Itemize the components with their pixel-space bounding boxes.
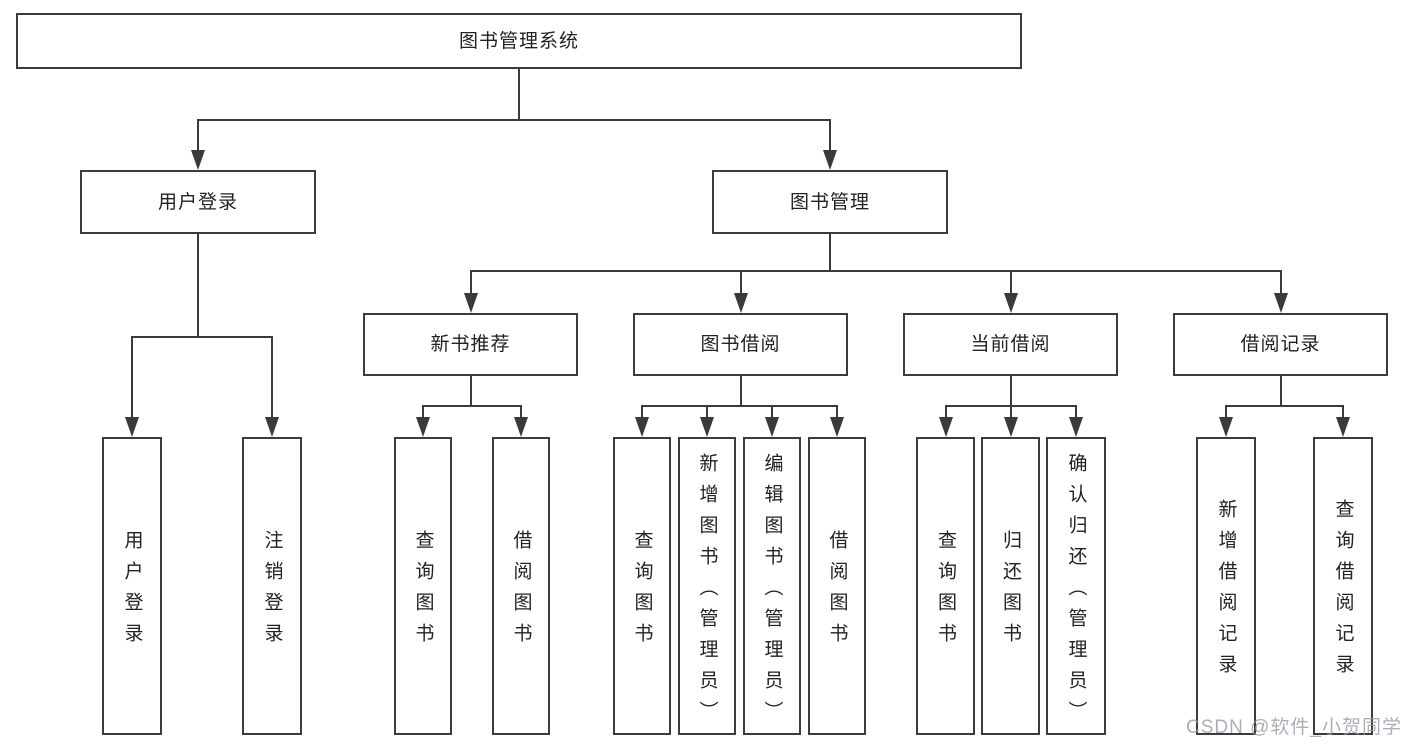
arrow-down-icon (125, 417, 139, 437)
watermark: CSDN @软件_小贺同学 (1186, 717, 1402, 738)
arrow-down-icon (416, 417, 430, 437)
connector-stem (739, 376, 742, 406)
node-confirm-return-admin: 确认归还（管理员） (1046, 437, 1106, 735)
node-borrow-books-rec: 借阅图书 (492, 437, 550, 735)
node-search-books-borrow: 查询图书 (613, 437, 671, 735)
connector-drop (829, 120, 831, 156)
node-label-book-borrowing: 图书借阅 (700, 334, 781, 355)
node-edit-books-admin: 编辑图书（管理员） (743, 437, 801, 735)
node-label-search-borrow-record: 查询借阅记录 (1332, 499, 1354, 685)
connector-stem (197, 234, 199, 337)
node-new-book-rec: 新书推荐 (363, 313, 578, 376)
connector-drop (197, 120, 199, 156)
node-label-borrow-books: 借阅图书 (826, 530, 848, 654)
connector-drop (1009, 271, 1012, 299)
connector-drop (271, 337, 273, 423)
node-label-search-books-borrow: 查询图书 (631, 530, 653, 654)
node-book-mgmt: 图书管理 (712, 170, 948, 234)
connector-stem (1279, 376, 1282, 406)
arrow-down-icon (514, 417, 528, 437)
connector-drop (1342, 406, 1344, 423)
arrow-down-icon (938, 417, 953, 437)
arrow-down-icon (830, 417, 844, 437)
node-label-book-mgmt: 图书管理 (789, 191, 870, 213)
node-label-root: 图书管理系统 (458, 30, 579, 52)
arrow-down-icon (1273, 293, 1288, 313)
arrow-down-icon (1069, 417, 1083, 437)
connector-branch (1225, 405, 1344, 407)
node-add-borrow-record: 新增借阅记录 (1196, 437, 1256, 735)
connector-drop (1279, 271, 1282, 299)
arrow-down-icon (463, 293, 478, 313)
node-logout: 注销登录 (242, 437, 302, 735)
connector-drop (1075, 406, 1077, 423)
connector-branch (469, 270, 1282, 272)
node-search-borrow-record: 查询借阅记录 (1313, 437, 1373, 735)
connector-drop (641, 406, 643, 423)
node-label-new-book-rec: 新书推荐 (430, 334, 511, 355)
connector-drop (469, 271, 472, 299)
connector-drop (944, 406, 947, 423)
connector-stem (469, 376, 472, 406)
arrow-down-icon (191, 150, 205, 170)
node-label-return-books: 归还图书 (1000, 530, 1021, 654)
connector-branch (197, 119, 831, 121)
node-label-add-borrow-record: 新增借阅记录 (1215, 499, 1237, 685)
arrow-down-icon (765, 417, 779, 437)
node-login: 用户登录 (102, 437, 162, 735)
arrow-down-icon (635, 417, 649, 437)
arrow-down-icon (265, 417, 279, 437)
arrow-down-icon (1219, 417, 1233, 437)
node-user-login: 用户登录 (80, 170, 316, 234)
connector-drop (836, 406, 838, 423)
arrow-down-icon (1336, 417, 1350, 437)
node-search-books-rec: 查询图书 (394, 437, 452, 735)
node-label-user-login: 用户登录 (157, 191, 238, 213)
arrow-down-icon (1003, 417, 1018, 437)
node-label-borrow-books-rec: 借阅图书 (510, 530, 532, 654)
connector-drop (739, 271, 742, 299)
connector-drop (422, 406, 424, 423)
connector-drop (771, 406, 773, 423)
connector-stem (829, 234, 831, 271)
arrow-down-icon (1003, 293, 1018, 313)
arrow-down-icon (823, 150, 837, 170)
connector-drop (1225, 406, 1227, 423)
connector-drop (131, 337, 133, 423)
node-return-books: 归还图书 (981, 437, 1040, 735)
node-search-books-current: 查询图书 (916, 437, 975, 735)
node-label-login: 用户登录 (121, 530, 143, 654)
node-label-logout: 注销登录 (261, 530, 283, 654)
node-borrow-books: 借阅图书 (808, 437, 866, 735)
node-borrow-records: 借阅记录 (1173, 313, 1388, 376)
connector-drop (520, 406, 522, 423)
node-label-edit-books-admin: 编辑图书（管理员） (761, 452, 783, 732)
node-current-borrowing: 当前借阅 (903, 313, 1118, 376)
connector-branch (422, 405, 522, 407)
node-label-confirm-return-admin: 确认归还（管理员） (1065, 452, 1087, 732)
connector-drop (1009, 406, 1012, 423)
connector-drop (706, 406, 708, 423)
connector-stem (1009, 376, 1012, 406)
node-book-borrowing: 图书借阅 (633, 313, 848, 376)
node-label-search-books-current: 查询图书 (935, 530, 956, 654)
node-label-current-borrowing: 当前借阅 (970, 334, 1051, 355)
node-root: 图书管理系统 (16, 13, 1022, 69)
node-label-search-books-rec: 查询图书 (412, 530, 434, 654)
arrow-down-icon (700, 417, 714, 437)
connector-branch (131, 336, 273, 338)
connector-branch (641, 405, 838, 407)
arrow-down-icon (733, 293, 748, 313)
connector-stem (518, 69, 520, 120)
node-add-books-admin: 新增图书（管理员） (678, 437, 736, 735)
node-label-add-books-admin: 新增图书（管理员） (696, 452, 718, 732)
node-label-borrow-records: 借阅记录 (1240, 334, 1321, 355)
